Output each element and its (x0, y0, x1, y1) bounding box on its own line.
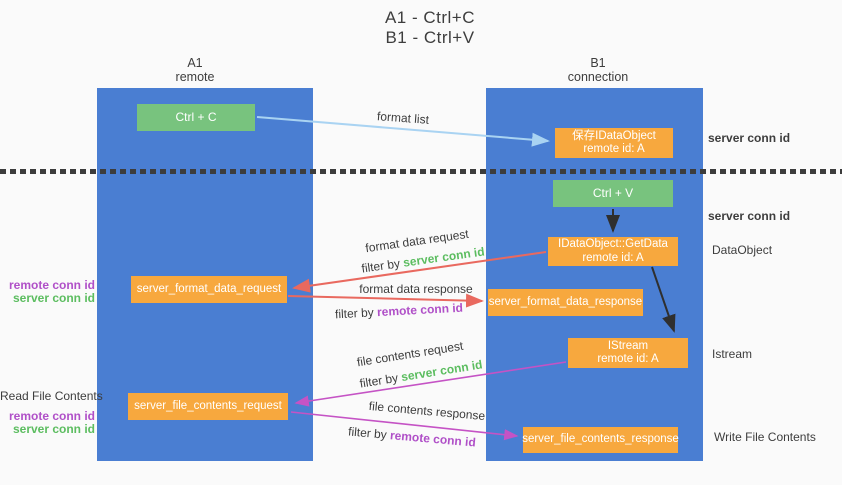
box-istream: IStream remote id: A (568, 338, 688, 368)
column-a1-name: A1 (187, 56, 203, 70)
box-server-format-data-request: server_format_data_request (131, 276, 287, 303)
box-save-idataobject-line1: 保存IDataObject (572, 129, 656, 142)
box-istream-line1: IStream (607, 339, 649, 352)
side-label-write-file-contents: Write File Contents (714, 430, 816, 444)
side-label-server-conn-id-top: server conn id (708, 131, 791, 145)
box-file-response-label: server_file_contents_response (522, 433, 679, 446)
box-save-idataobject: 保存IDataObject remote id: A (555, 128, 673, 158)
box-format-response-label: server_format_data_response (488, 295, 643, 308)
box-format-request-label: server_format_data_request (136, 282, 282, 295)
box-server-format-data-response: server_format_data_response (488, 289, 643, 316)
left-server-conn-id-1: server conn id (12, 291, 95, 305)
arrow-getdata-to-istream (651, 266, 676, 333)
left-server-conn-id-2: server conn id (12, 422, 95, 436)
left-remote-conn-id-1: remote conn id (8, 278, 95, 292)
box-server-file-contents-response: server_file_contents_response (522, 427, 679, 453)
box-getdata-line1: IDataObject::GetData (558, 238, 668, 250)
label-format-data-response: format data response (359, 282, 473, 296)
side-label-server-conn-id-mid: server conn id (708, 209, 791, 223)
box-istream-line2: remote id: A (597, 353, 659, 365)
column-header-a1: A1 remote (135, 56, 255, 84)
left-remote-conn-id-2: remote conn id (8, 409, 95, 423)
side-label-read-file-contents: Read File Contents (0, 389, 103, 403)
box-file-request-label: server_file_contents_request (134, 399, 282, 412)
box-server-file-contents-request: server_file_contents_request (128, 393, 288, 420)
box-ctrl-v-label: Ctrl + V (592, 185, 634, 200)
side-label-istream: Istream (712, 347, 753, 361)
column-b1-subtitle: connection (567, 70, 629, 84)
side-label-dataobject: DataObject (712, 243, 773, 257)
side-label-conn-id-pair-2: remote conn id server conn id (0, 410, 95, 436)
box-save-idataobject-line2: remote id: A (583, 143, 645, 155)
box-ctrl-v: Ctrl + V (553, 180, 673, 207)
arrow-file-contents-response (290, 411, 519, 441)
session-separator-dotted-line (0, 169, 842, 174)
arrow-file-contents-request (294, 361, 567, 407)
arrow-format-data-request (292, 251, 547, 293)
arrow-format-data-response (287, 293, 484, 308)
box-ctrl-c-label: Ctrl + C (175, 109, 217, 124)
box-getdata-line2: remote id: A (582, 251, 644, 264)
title-line-1: A1 - Ctrl+C (384, 8, 476, 27)
title-line-2: B1 - Ctrl+V (385, 28, 475, 47)
side-label-conn-id-pair-1: remote conn id server conn id (0, 279, 95, 305)
filter-by-text: filter by (334, 305, 378, 322)
diagram-title: A1 - Ctrl+C B1 - Ctrl+V (330, 8, 530, 48)
column-header-b1: B1 connection (538, 56, 658, 84)
column-b1-name: B1 (590, 56, 606, 70)
box-ctrl-c: Ctrl + C (137, 104, 255, 131)
arrow-format-list (256, 116, 550, 147)
column-a1-subtitle: remote (175, 70, 215, 84)
box-idataobject-getdata: IDataObject::GetData remote id: A (548, 237, 678, 266)
